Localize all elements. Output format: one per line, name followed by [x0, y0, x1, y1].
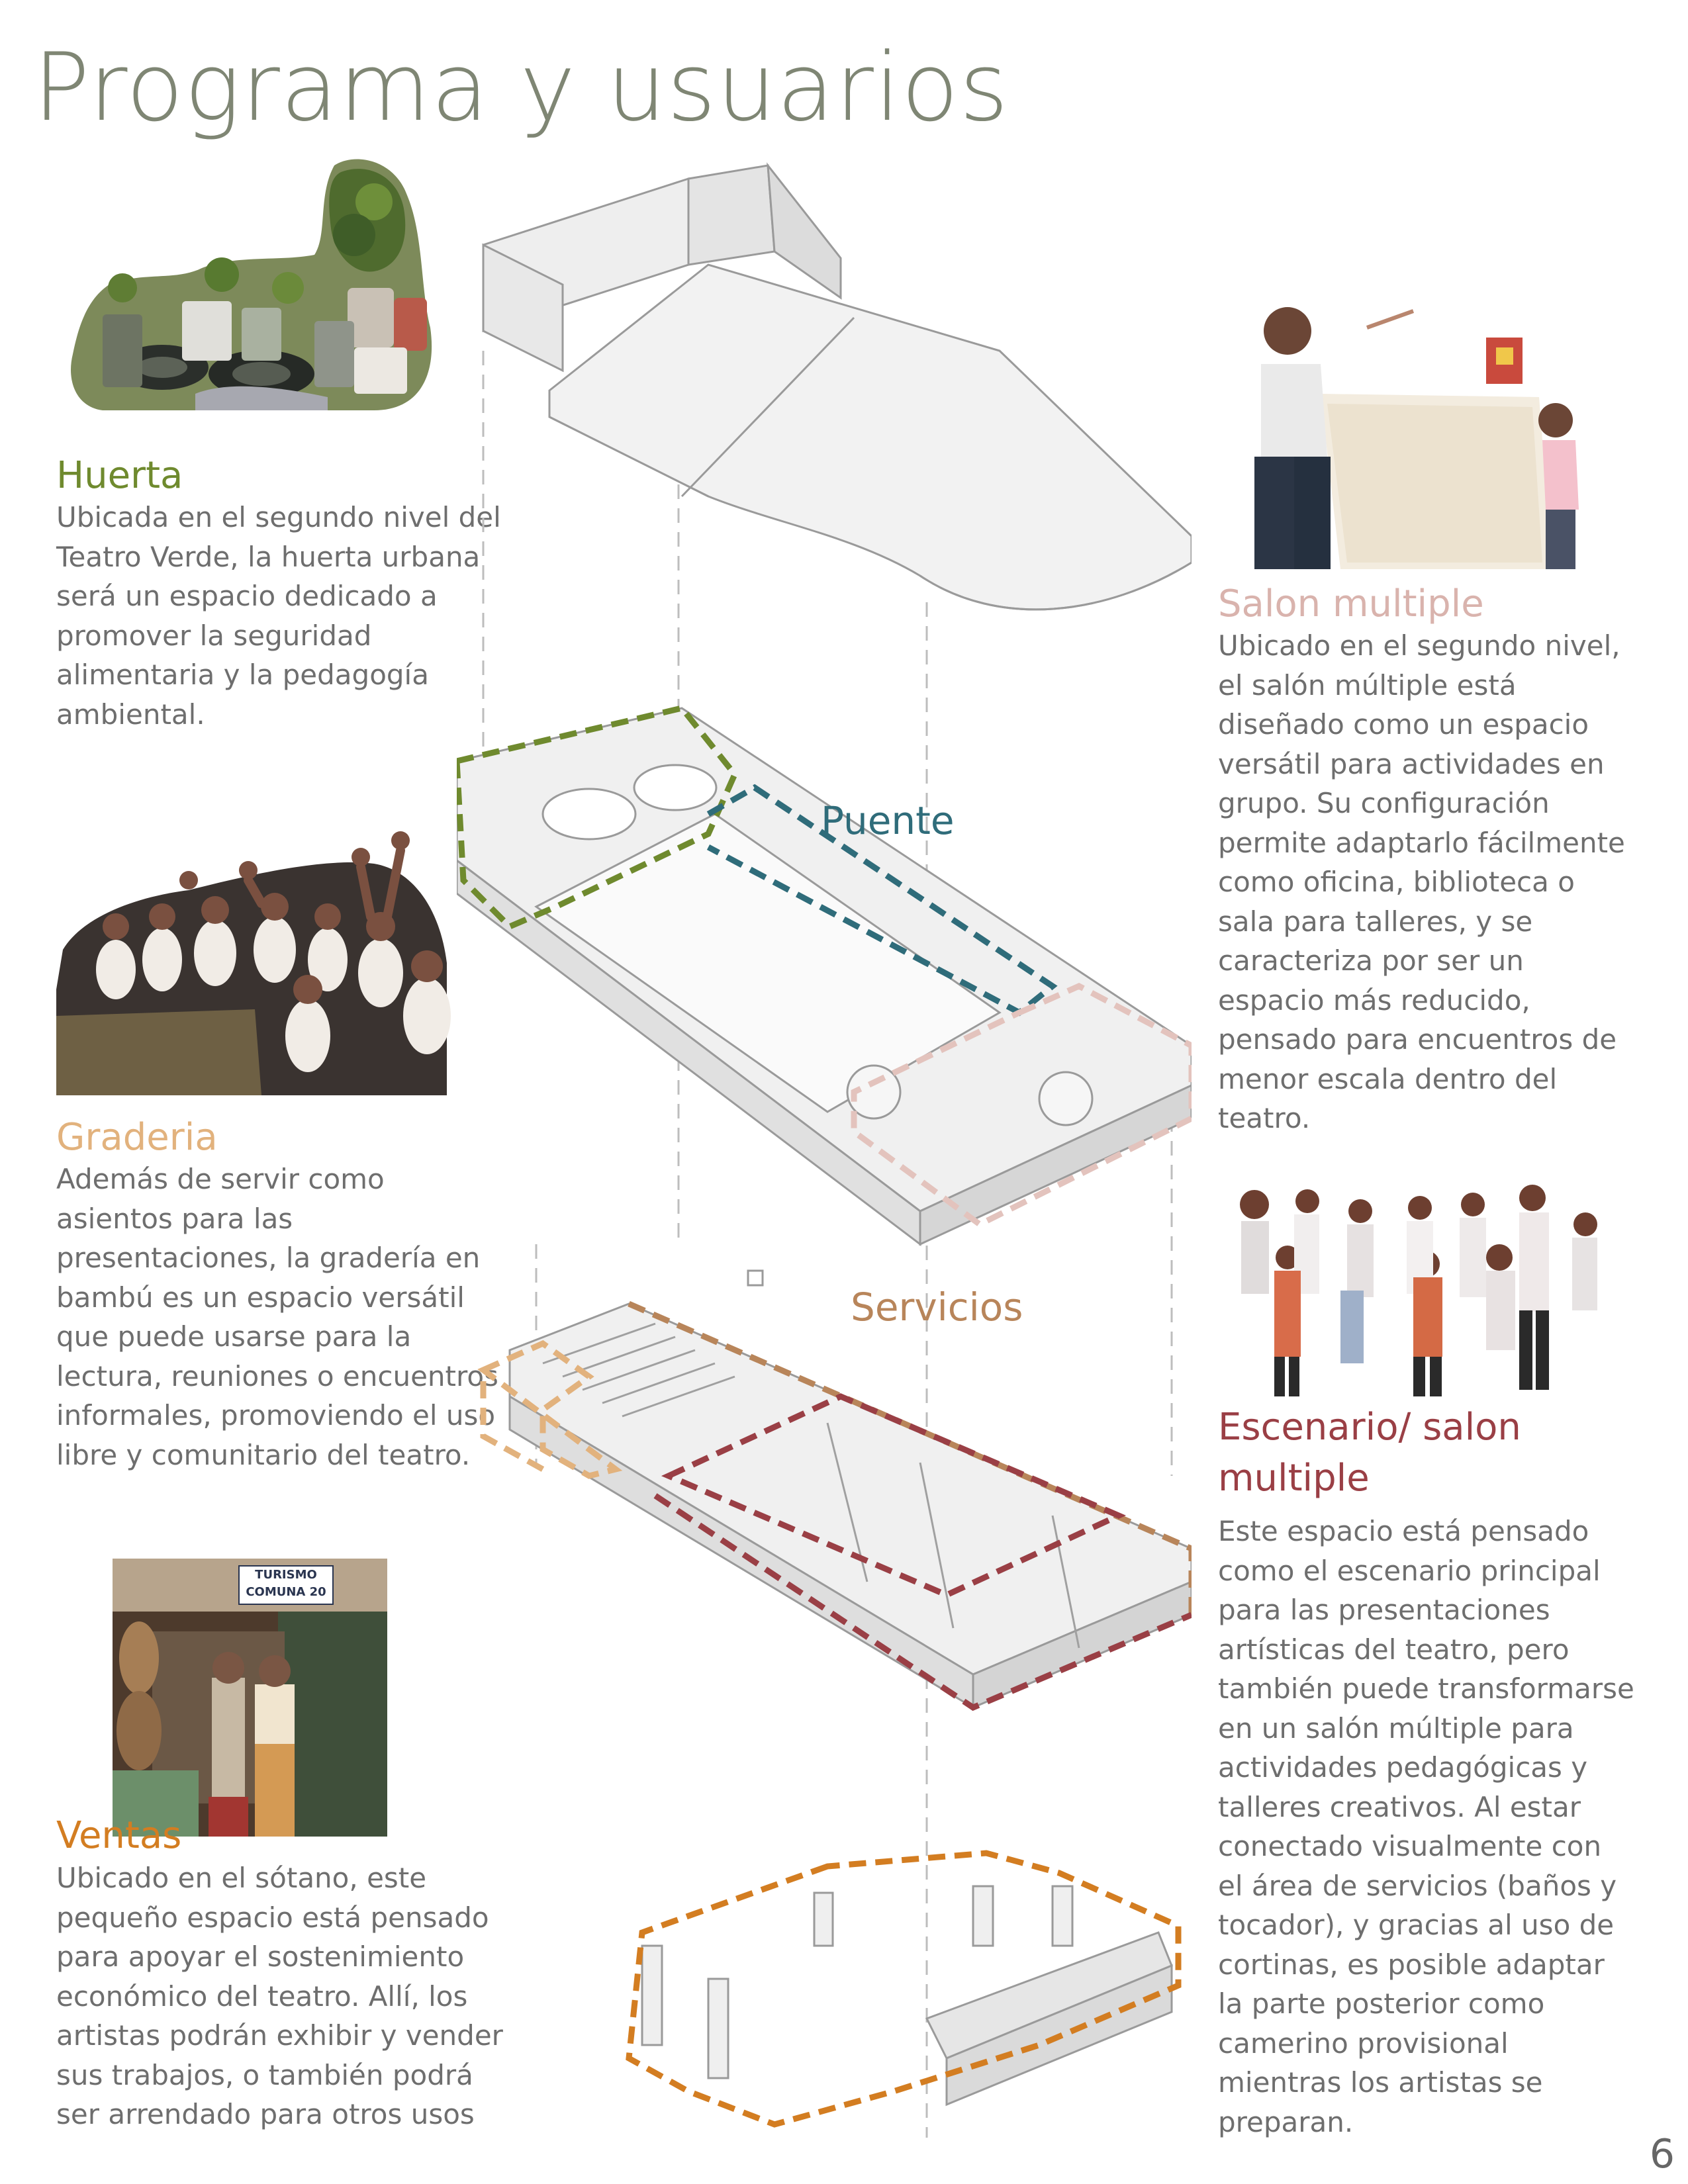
basement-level	[641, 1885, 1173, 2107]
first-level	[508, 1269, 1192, 1709]
ventas-photo: TURISMO COMUNA 20	[113, 1559, 387, 1837]
escenario-heading: Escenario/ salon multiple	[1218, 1406, 1521, 1500]
huerta-text: Ubicada en el segundo nivel del Teatro V…	[56, 501, 501, 731]
huerta-photo	[71, 159, 432, 410]
escenario-photo	[1240, 1185, 1597, 1396]
exploded-axonometric-diagram: Puente Servicios	[457, 162, 1192, 2138]
huerta-zone-outline	[457, 704, 739, 931]
salon-heading: Salon multiple	[1218, 582, 1484, 625]
escenario-zone-outline	[661, 1393, 1127, 1598]
salon-text: Ubicado en el segundo nivel, el salón mú…	[1218, 629, 1625, 1134]
graderia-zone-outline	[477, 1340, 623, 1479]
escenario-text: Este espacio está pensado como el escena…	[1218, 1515, 1634, 2138]
puente-zone-outline	[706, 784, 1058, 1017]
salon-zone-outline	[851, 982, 1192, 1228]
graderia-text: Además de servir como asientos para las …	[56, 1163, 498, 1471]
page-number: 6	[1649, 2131, 1675, 2177]
huerta-heading: Huerta	[56, 454, 183, 497]
salon-photo	[1254, 307, 1579, 569]
roof-level	[482, 162, 1192, 611]
ventas-text: Ubicado en el sótano, este pequeño espac…	[56, 1862, 503, 2130]
second-level	[457, 707, 1192, 1247]
ventas-heading: Ventas	[56, 1814, 182, 1857]
ventas-zone-outline	[626, 1850, 1182, 2128]
puente-label: Puente	[821, 798, 955, 843]
graderia-heading: Graderia	[56, 1116, 218, 1159]
page-title: Programa y usuarios	[33, 33, 1009, 142]
servicios-label: Servicios	[851, 1285, 1023, 1330]
guide-lines	[482, 351, 1173, 2138]
turismo-sign: TURISMO COMUNA 20	[238, 1565, 334, 1605]
graderia-photo	[56, 831, 451, 1095]
